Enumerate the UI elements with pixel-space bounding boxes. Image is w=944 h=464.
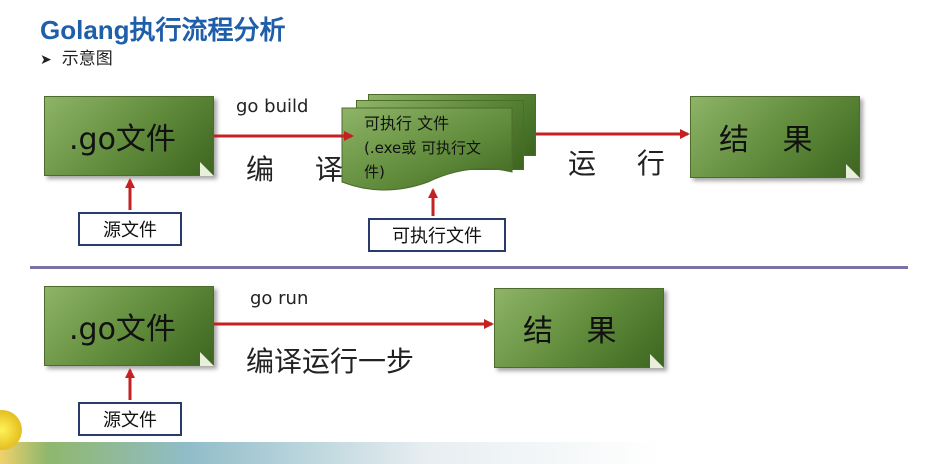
- fold-corner-icon: [200, 352, 214, 366]
- exe-file-text: 可执行 文件 (.exe或 可执行文 件): [364, 112, 514, 184]
- bottom-source-file-box: .go文件: [44, 286, 214, 366]
- bullet-text: 示意图: [61, 49, 113, 69]
- bottom-result-text: 结 果: [523, 314, 629, 349]
- bottom-result-box: 结 果: [494, 288, 664, 368]
- fold-corner-icon: [200, 162, 214, 176]
- exe-line3: 件): [364, 163, 385, 181]
- bullet-line: ➤ 示意图: [40, 44, 113, 69]
- bottom-source-file-text: .go文件: [69, 312, 176, 347]
- top-source-file-box: .go文件: [44, 96, 214, 176]
- top-source-label: 源文件: [103, 220, 157, 241]
- fold-corner-icon: [650, 354, 664, 368]
- bullet-arrow-icon: ➤: [40, 52, 52, 68]
- top-source-file-text: .go文件: [69, 122, 176, 157]
- fold-corner-icon: [846, 164, 860, 178]
- compile-run-label: 编译运行一步: [246, 345, 415, 378]
- section-divider: [30, 266, 908, 269]
- top-result-box: 结 果: [690, 96, 860, 178]
- exe-line1: 可执行 文件: [364, 114, 450, 133]
- page-title: Golang执行流程分析: [40, 15, 286, 45]
- bottom-source-label-box: 源文件: [78, 402, 182, 436]
- top-source-label-box: 源文件: [78, 212, 182, 246]
- top-result-text: 结 果: [719, 123, 825, 158]
- go-run-label: go run: [250, 288, 309, 309]
- exe-line2: (.exe或 可执行文: [364, 139, 481, 157]
- compile-label: 编 译: [246, 153, 359, 186]
- exe-document-shape: [341, 107, 513, 191]
- exe-label: 可执行文件: [392, 226, 482, 247]
- slide-corner-decoration: [0, 410, 22, 450]
- go-build-label: go build: [236, 96, 309, 117]
- bottom-source-label: 源文件: [103, 410, 157, 431]
- exe-label-box: 可执行文件: [368, 218, 506, 252]
- run-label: 运 行: [568, 147, 681, 180]
- slide-footer-decoration: [0, 442, 944, 464]
